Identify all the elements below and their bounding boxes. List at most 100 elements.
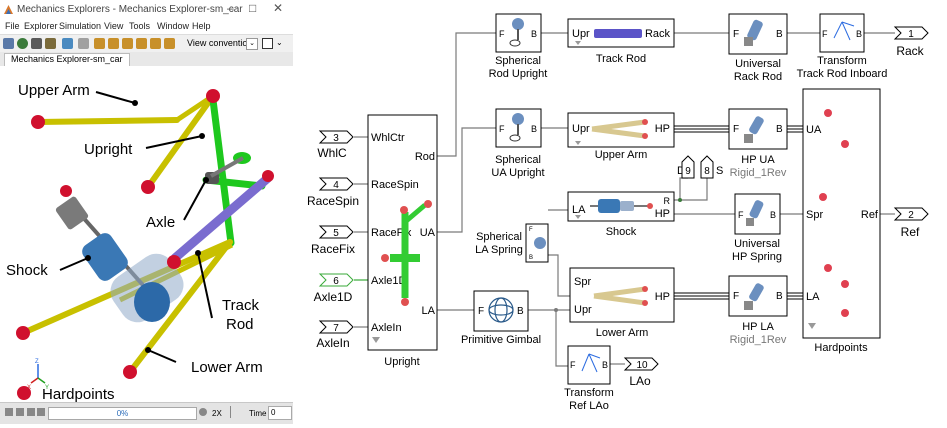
play-icon[interactable] [27, 408, 35, 416]
outport-ref-label: Ref [901, 225, 920, 239]
lower-arm-block[interactable]: Spr Upr HP Lower Arm [569, 267, 675, 339]
speed-slider[interactable] [230, 406, 237, 418]
pan-icon[interactable] [78, 38, 89, 49]
view-back-icon[interactable] [108, 38, 119, 49]
menu-explorer[interactable]: Explorer [24, 21, 58, 31]
spherical-rod-upright-block[interactable]: F B Spherical Rod Upright [489, 13, 548, 80]
track-rod-block[interactable]: Upr Rack Track Rod [567, 18, 675, 65]
spherical-la-joint-icon [534, 237, 546, 249]
minimize-button[interactable]: – [227, 1, 234, 15]
callout-line-shock [59, 257, 89, 271]
hp-ua-block[interactable]: F B HP UA Rigid_1Rev [728, 108, 788, 179]
inport-axle1d-label: Axle1D [314, 290, 353, 304]
diagram-canvas: 3 WhlC 4 RaceSpin 5 RaceFix 6 Axle1D 7 A… [307, 13, 929, 412]
upright-icon [381, 200, 432, 306]
label-lower-arm: Lower Arm [191, 359, 263, 376]
triad-x-axis [30, 377, 39, 384]
shock-block[interactable]: LA R HP Shock [567, 191, 675, 238]
hp-la-port-f: F [733, 291, 739, 302]
inport-axle1d[interactable]: 6 Axle1D [314, 273, 354, 304]
universal-rack-rod-block[interactable]: F B Universal Rack Rod [728, 13, 788, 83]
step-back-icon[interactable] [16, 408, 24, 416]
time-field[interactable]: 0 [268, 406, 292, 420]
lower-arm-name: Lower Arm [596, 327, 649, 339]
view-convention-dropdown[interactable]: ⌄ [246, 38, 258, 50]
inport-racefix-label: RaceFix [311, 242, 355, 256]
label-shock: Shock [6, 262, 48, 279]
outport-rack[interactable]: 1 Rack [893, 26, 929, 58]
hardpoint-lower-arm-front [16, 326, 30, 340]
callout-dot-upper-arm [132, 100, 138, 106]
track-rod-port-rack: Rack [645, 28, 671, 40]
lower-arm-port-upr: Upr [574, 304, 592, 316]
inport-racefix[interactable]: 5 RaceFix [311, 225, 355, 256]
view-bottom-icon[interactable] [164, 38, 175, 49]
step-icon[interactable] [31, 38, 42, 49]
goto-8[interactable]: 8 S [700, 155, 723, 179]
speed-icon[interactable] [199, 408, 207, 416]
layout-dropdown-icon[interactable]: ⌄ [276, 38, 283, 47]
outport-ref[interactable]: 2 Ref [893, 207, 929, 239]
rewind-icon[interactable] [5, 408, 13, 416]
inport-whlc[interactable]: 3 WhlC [317, 130, 354, 160]
universal-hp-spring-block[interactable]: F B Universal HP Spring [732, 193, 782, 263]
3d-viewport[interactable]: Upper Arm Upright Axle Shock Track Rod L… [0, 66, 293, 403]
upright-subsystem-block[interactable]: WhlCtr RaceSpin RaceFix Axle1D AxleIn Ro… [367, 114, 438, 368]
upper-arm-port-hp: HP [655, 123, 670, 135]
transform-lao-port-f: F [570, 360, 576, 370]
inport-axlein[interactable]: 7 AxleIn [316, 320, 354, 350]
view-left-icon[interactable] [122, 38, 133, 49]
fit-icon[interactable] [45, 38, 56, 49]
hardpoints-port-spr: Spr [806, 209, 823, 221]
view-front-icon[interactable] [94, 38, 105, 49]
upright-port-la: LA [422, 305, 436, 317]
transform-track-name-1: Transform [817, 55, 867, 67]
menu-bar: File Explorer Simulation View Tools Wind… [0, 20, 293, 33]
outport-lao[interactable]: 10 LAo [623, 357, 659, 388]
menu-help[interactable]: Help [192, 21, 211, 31]
spherical-la-spring-block[interactable]: F B Spherical LA Spring [475, 223, 549, 263]
zoom-icon[interactable] [62, 38, 73, 49]
hardpoints-block[interactable]: UA Spr LA Ref Hardpoints [802, 88, 881, 354]
layout-icon[interactable] [262, 38, 273, 49]
hardpoints-icon [819, 109, 849, 317]
upper-arm-icon [591, 119, 648, 139]
view-right-icon[interactable] [136, 38, 147, 49]
goto-9[interactable]: D 9 [677, 155, 695, 179]
gimbal-icon [488, 297, 514, 323]
hp-ua-variant: Rigid_1Rev [730, 167, 787, 179]
outport-lao-number: 10 [636, 360, 648, 371]
menu-window[interactable]: Window [157, 21, 190, 31]
spherical-ua-joint-icon [512, 113, 524, 125]
upright-mask-arrow-icon [372, 337, 380, 343]
run-icon[interactable] [17, 38, 28, 49]
simscape-diagram: 3 WhlC 4 RaceSpin 5 RaceFix 6 Axle1D 7 A… [293, 0, 947, 423]
transform-track-rod-block[interactable]: F B Transform Track Rod Inboard [797, 13, 888, 80]
view-top-icon[interactable] [150, 38, 161, 49]
hp-la-block[interactable]: F B HP LA Rigid_1Rev [728, 275, 788, 346]
menu-tools[interactable]: Tools [129, 21, 151, 31]
universal-rack-port-b: B [776, 29, 783, 40]
spherical-ua-upright-block[interactable]: F B Spherical UA Upright [491, 108, 545, 179]
upper-arm-block[interactable]: Upr HP Upper Arm [567, 112, 675, 161]
step-forward-icon[interactable] [37, 408, 45, 416]
menu-view[interactable]: View [104, 21, 124, 31]
label-track-rod-line1: Track [222, 297, 259, 314]
menu-simulation[interactable]: Simulation [59, 21, 102, 31]
primitive-gimbal-block[interactable]: F B Primitive Gimbal [461, 290, 541, 346]
transform-ref-lao-block[interactable]: F B Transform Ref LAo [564, 345, 614, 412]
spherical-la-port-b: B [529, 255, 533, 261]
maximize-button[interactable]: □ [249, 1, 257, 15]
close-button[interactable]: ✕ [273, 1, 284, 15]
hardpoint-lower-arm-rear [123, 365, 137, 379]
label-upright: Upright [84, 141, 133, 158]
playback-progress-bar[interactable]: 0% [48, 407, 197, 420]
menu-file[interactable]: File [5, 21, 20, 31]
select-icon[interactable] [3, 38, 14, 49]
shock-upper-body [82, 233, 128, 281]
callout-line-track-rod [197, 252, 213, 319]
progress-percent: 0% [116, 409, 129, 418]
inport-racespin[interactable]: 4 RaceSpin [307, 177, 359, 208]
tab-mechanics-explorer[interactable]: Mechanics Explorer-sm_car [4, 53, 130, 67]
axle-shaft [210, 156, 244, 178]
